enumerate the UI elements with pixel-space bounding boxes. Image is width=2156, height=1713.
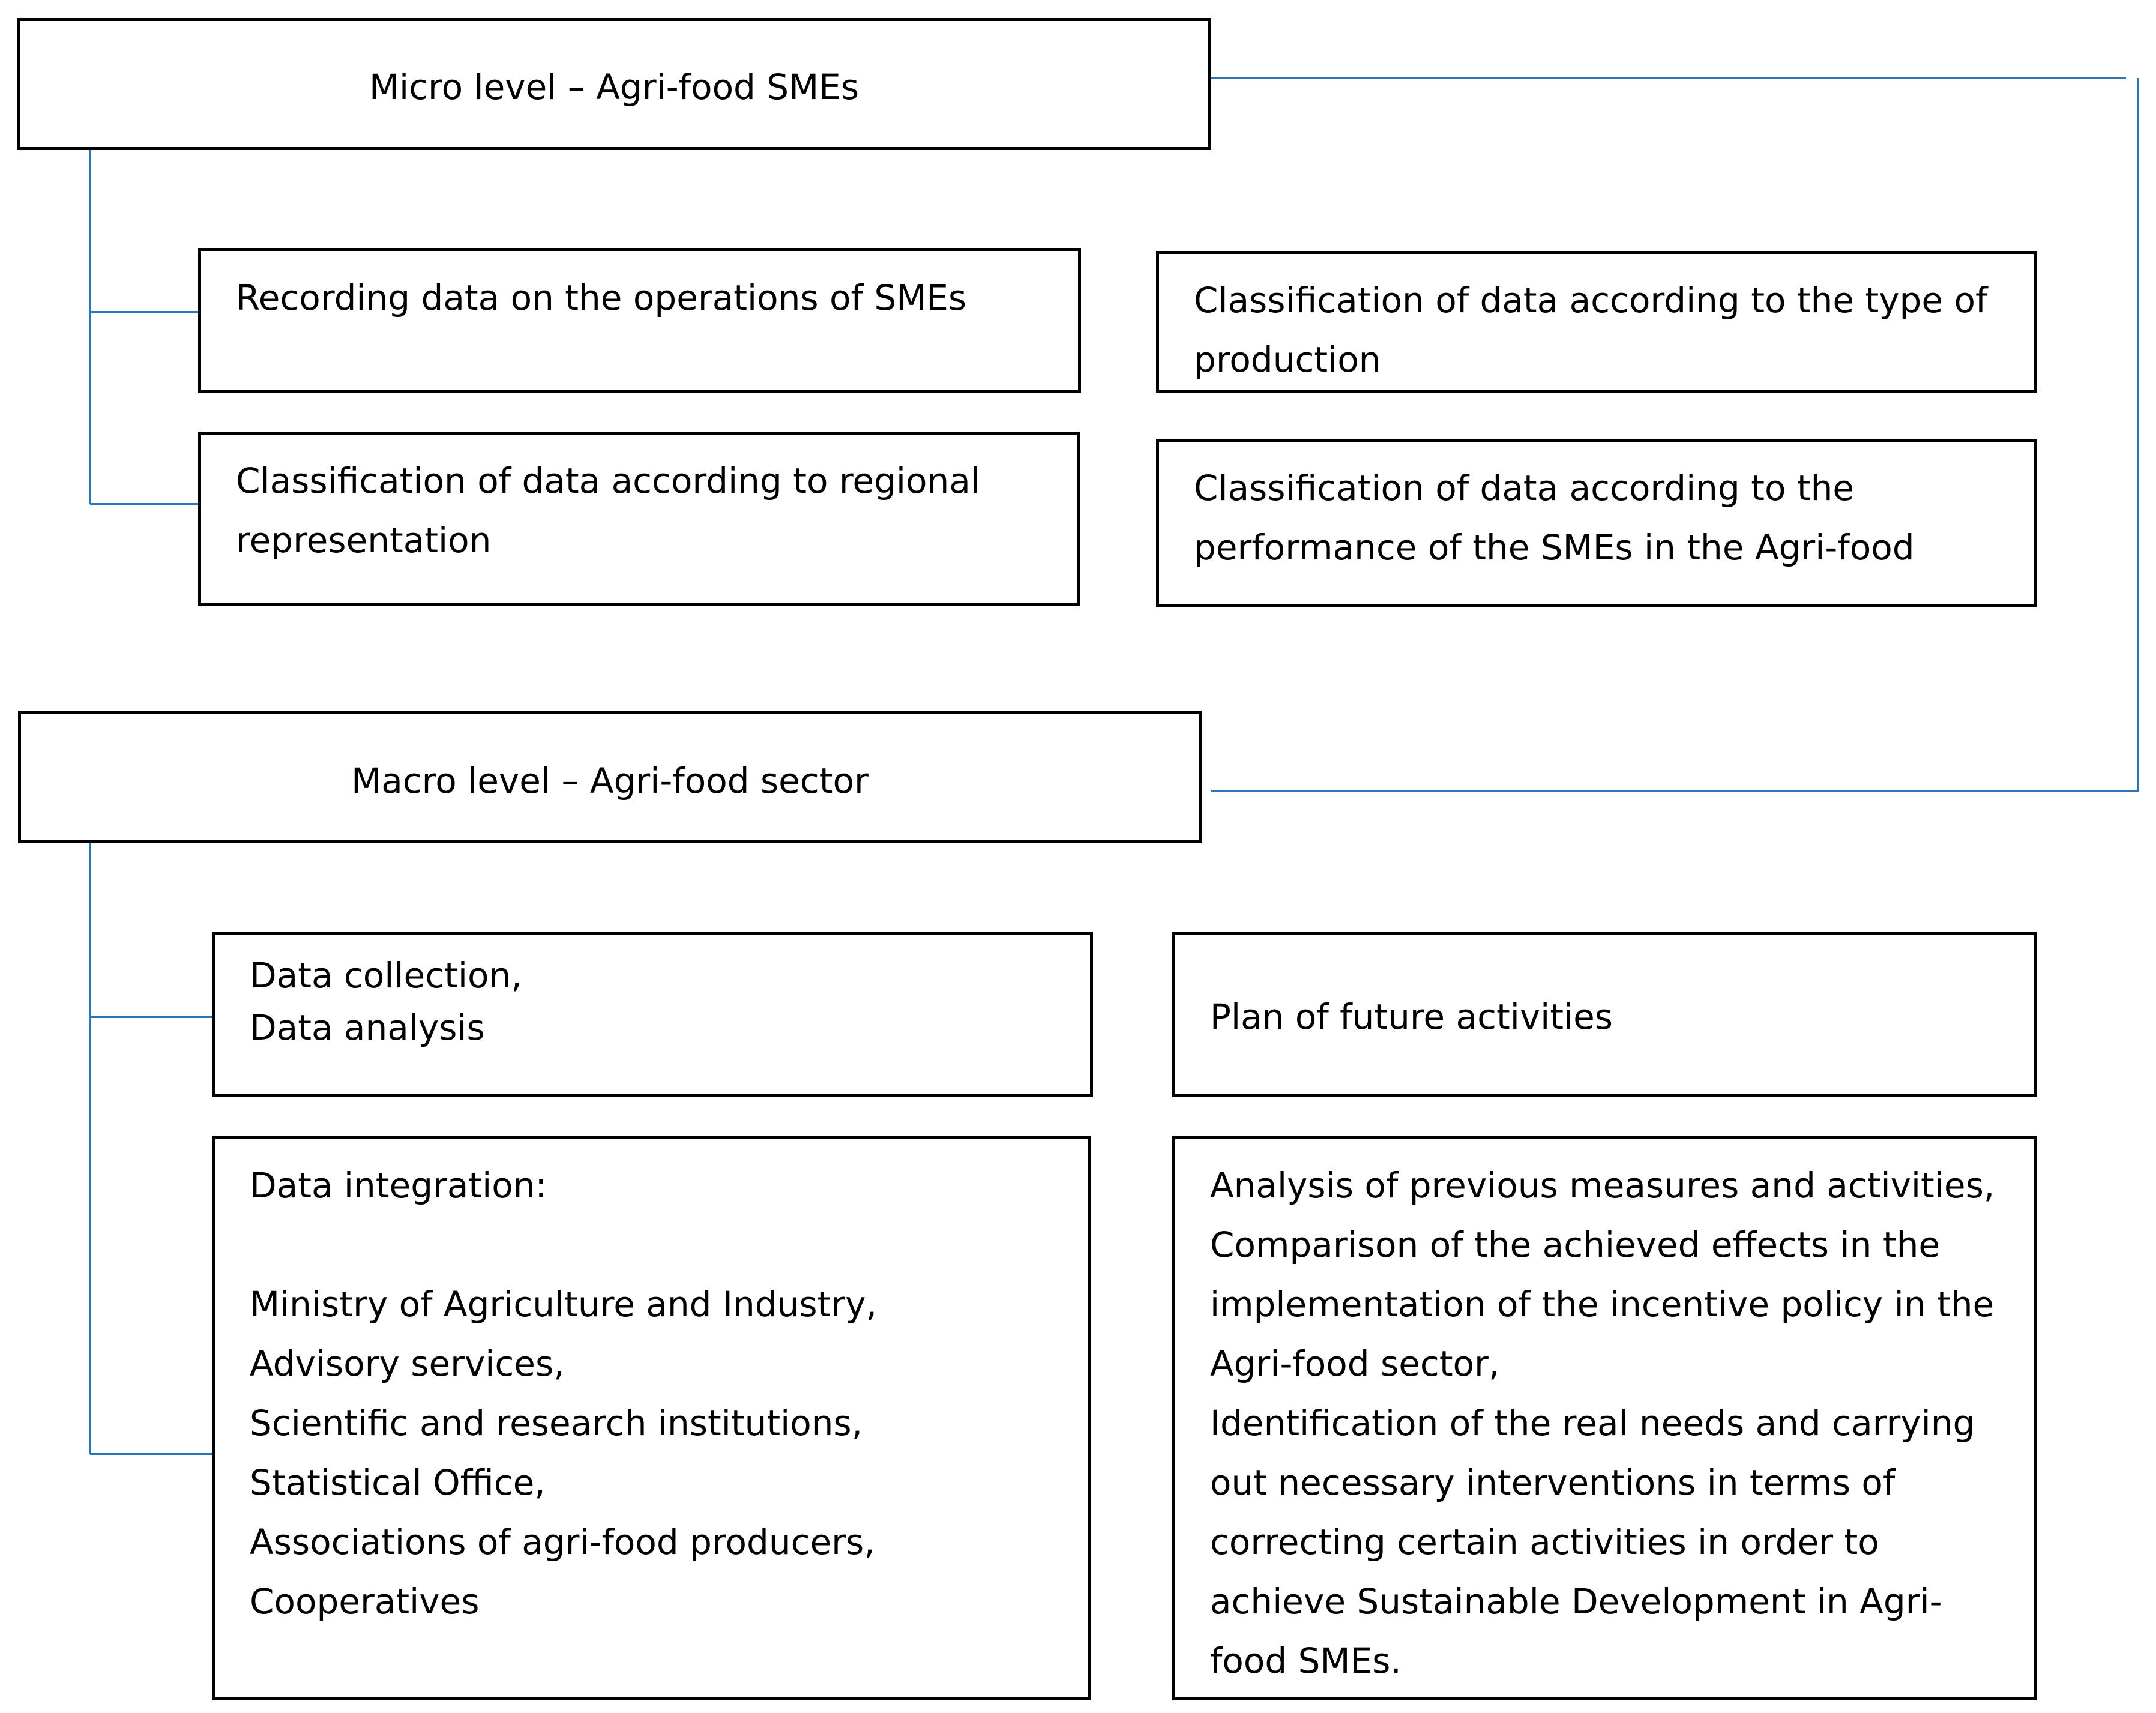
- performance-text: Classification of data according to the …: [1194, 468, 1915, 568]
- plan-of-future-activities-box: Plan of future activities: [1172, 932, 2037, 1097]
- data-integration-box: Data integration: Ministry of Agricultur…: [212, 1136, 1091, 1700]
- analysis-of-measures-text: Analysis of previous measures and activi…: [1210, 1165, 1995, 1681]
- regional-representation-text: Classification of data according to regi…: [236, 460, 980, 561]
- regional-representation-box: Classification of data according to regi…: [198, 432, 1080, 606]
- micro-level-title: Micro level – Agri-food SMEs: [369, 67, 860, 107]
- data-collection-text: Data collection, Data analysis: [250, 955, 522, 1048]
- plan-of-future-activities-text: Plan of future activities: [1210, 996, 1613, 1037]
- data-collection-box: Data collection, Data analysis: [212, 932, 1093, 1097]
- micro-tree-connector: [89, 150, 200, 505]
- analysis-of-measures-box: Analysis of previous measures and activi…: [1172, 1136, 2037, 1700]
- type-of-production-text: Classification of data according to the …: [1194, 280, 1988, 380]
- macro-level-box: Macro level – Agri-food sector: [18, 711, 1202, 843]
- macro-tree-connector: [89, 843, 214, 1455]
- type-of-production-box: Classification of data according to the …: [1156, 251, 2037, 393]
- recording-data-text: Recording data on the operations of SMEs: [236, 277, 967, 318]
- macro-level-title: Macro level – Agri-food sector: [351, 760, 869, 801]
- micro-macro-bracket: [1211, 77, 2139, 792]
- data-integration-text: Data integration: Ministry of Agricultur…: [250, 1165, 877, 1622]
- micro-level-box: Micro level – Agri-food SMEs: [17, 18, 1211, 150]
- performance-box: Classification of data according to the …: [1156, 439, 2037, 607]
- recording-data-box: Recording data on the operations of SMEs: [198, 248, 1081, 393]
